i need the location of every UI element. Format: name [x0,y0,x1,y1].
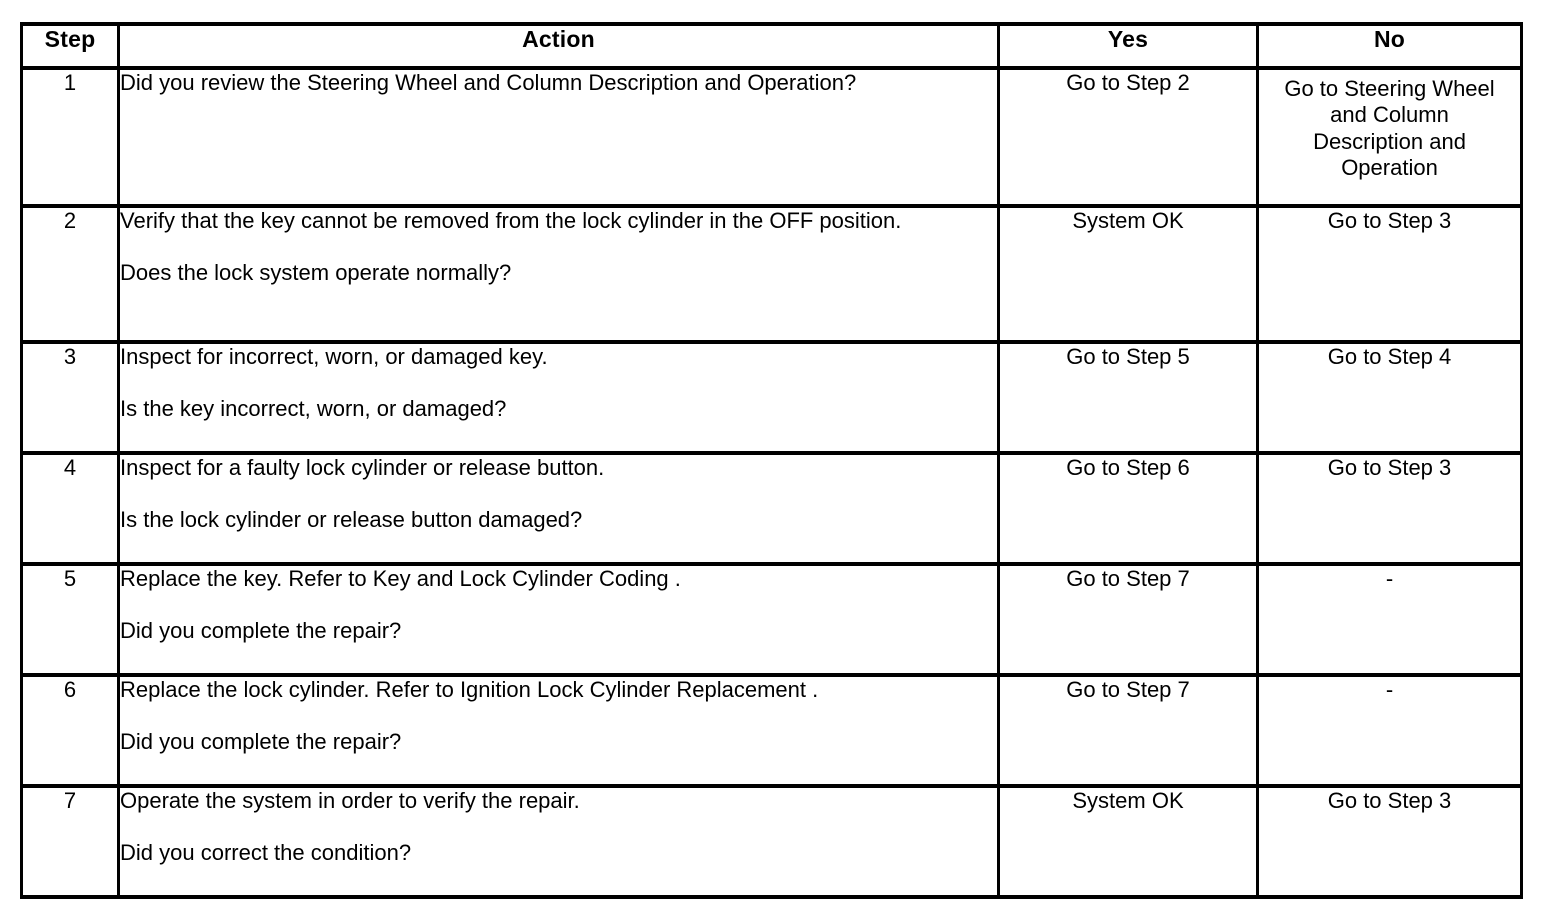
no-result-cell: Go to Step 3 [1256,451,1523,566]
step-number-cell: 7 [20,784,120,899]
no-result-text: and Column [1330,102,1449,128]
no-result-text: Go to Step 4 [1327,344,1452,369]
yes-result-cell: Go to Step 7 [997,562,1259,677]
action-cell: Inspect for a faulty lock cylinder or re… [117,451,1000,566]
action-text: Inspect for incorrect, worn, or damaged … [120,344,548,369]
no-result-text: - [1385,677,1394,702]
step-number-cell: 4 [20,451,120,566]
step-number-cell: 3 [20,340,120,455]
action-question: Does the lock system operate normally? [120,259,512,285]
yes-result-cell: Go to Step 7 [997,673,1259,788]
step-number-cell: 6 [20,673,120,788]
action-cell: Did you review the Steering Wheel and Co… [117,66,1000,208]
action-cell: Replace the lock cylinder. Refer to Igni… [117,673,1000,788]
no-result-cell: - [1256,562,1523,677]
action-cell: Operate the system in order to verify th… [117,784,1000,899]
step-number-cell: 5 [20,562,120,677]
action-text: Replace the lock cylinder. Refer to Igni… [120,677,819,702]
column-header-step: Step [20,22,120,70]
yes-result-cell: System OK [997,784,1259,899]
paragraph-spacer [120,814,997,840]
no-result-cell: - [1256,673,1523,788]
yes-result-cell: System OK [997,204,1259,344]
no-result-cell: Go to Step 3 [1256,784,1523,899]
no-result-text: Go to Step 3 [1327,455,1452,480]
yes-result-cell: Go to Step 6 [997,451,1259,566]
step-number-cell: 1 [20,66,120,208]
paragraph-spacer [120,234,997,260]
action-cell: Inspect for incorrect, worn, or damaged … [117,340,1000,455]
action-text: Did you review the Steering Wheel and Co… [120,70,857,95]
no-result-text: Go to Steering Wheel [1284,76,1495,101]
action-question: Is the key incorrect, worn, or damaged? [120,395,507,421]
action-question: Did you complete the repair? [120,728,402,754]
action-text: Inspect for a faulty lock cylinder or re… [120,455,605,480]
action-question: Is the lock cylinder or release button d… [120,506,583,532]
column-header-yes: Yes [997,22,1259,70]
header-row: Step Action Yes No [20,22,1523,70]
table-header: Step Action Yes No [20,22,1523,70]
paragraph-spacer [120,592,997,618]
action-cell: Verify that the key cannot be removed fr… [117,204,1000,344]
paragraph-spacer [120,481,997,507]
action-question: Did you complete the repair? [120,617,402,643]
action-question: Did you correct the condition? [120,839,412,865]
yes-result-cell: Go to Step 2 [997,66,1259,208]
action-cell: Replace the key. Refer to Key and Lock C… [117,562,1000,677]
no-result-text: Go to Step 3 [1327,208,1452,233]
paragraph-spacer [120,370,997,396]
no-result-text: Operation [1341,155,1438,181]
no-result-cell: Go to Step 4 [1256,340,1523,455]
action-text: Verify that the key cannot be removed fr… [120,208,902,233]
action-text: Replace the key. Refer to Key and Lock C… [120,566,681,591]
no-result-text: Go to Step 3 [1327,788,1452,813]
action-text: Operate the system in order to verify th… [120,788,580,813]
paragraph-spacer [120,703,997,729]
column-header-action: Action [117,22,1000,70]
yes-result-cell: Go to Step 5 [997,340,1259,455]
no-result-text: - [1385,566,1394,591]
column-header-no: No [1256,22,1523,70]
no-result-cell: Go to Step 3 [1256,204,1523,344]
step-number-cell: 2 [20,204,120,344]
no-result-text: Description and [1313,128,1466,154]
